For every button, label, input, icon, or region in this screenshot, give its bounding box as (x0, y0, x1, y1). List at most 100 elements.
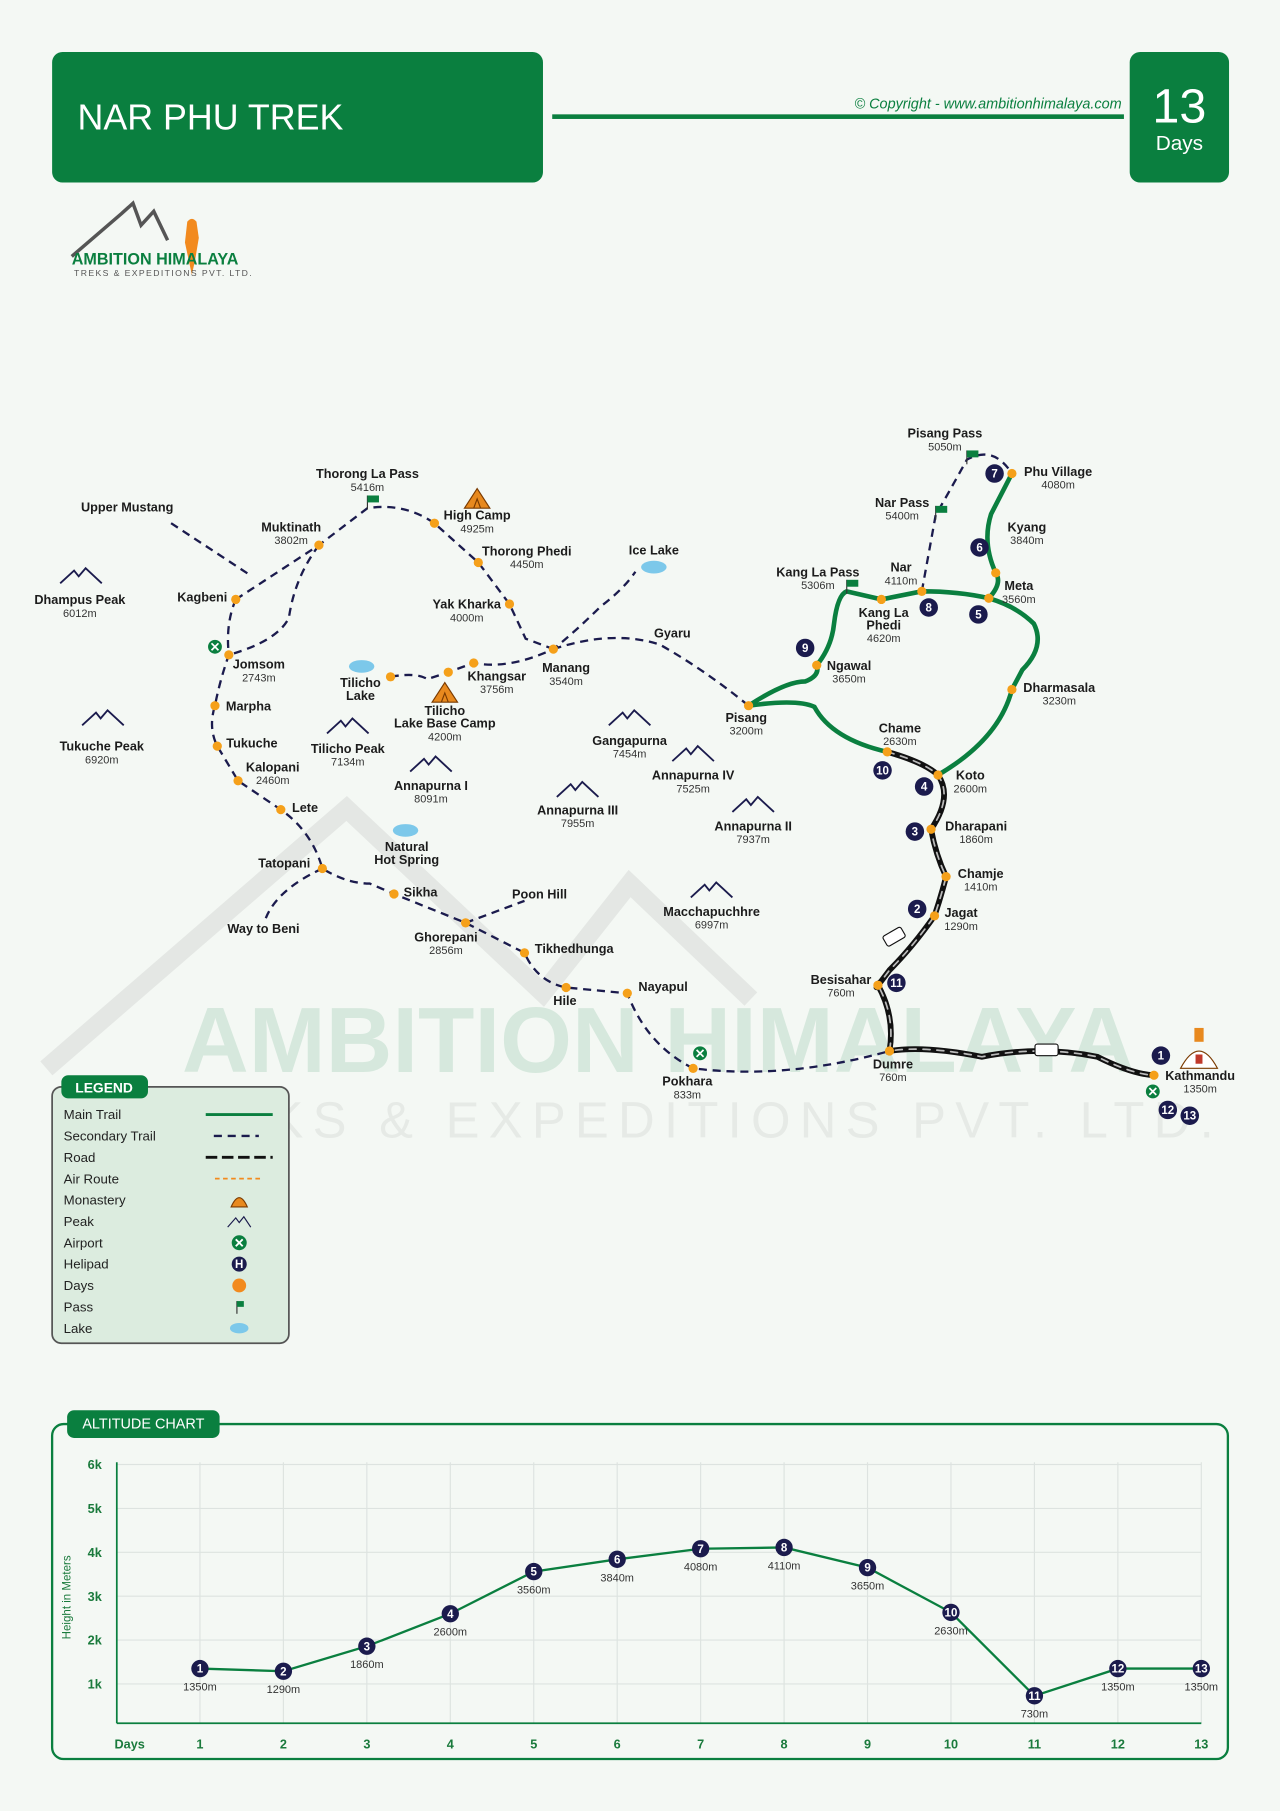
copyright-text[interactable]: © Copyright - www.ambitionhimalaya.com (855, 97, 1122, 113)
place-koto-altitude: 2600m (954, 783, 988, 795)
pass-flag-icon (966, 450, 979, 465)
place-chame-name: Chame (879, 721, 921, 735)
place-tilicho-lake-base-camp-name: Tilicho (424, 704, 465, 718)
day-marker-badge (1158, 1100, 1178, 1120)
place-besisahar-altitude: 760m (827, 988, 854, 1000)
x-tick-label: 5 (530, 1738, 537, 1752)
place-sikha-name: Sikha (404, 885, 439, 899)
day-dot-icon (917, 586, 927, 596)
day-dot-icon (561, 982, 571, 993)
place-dumre-altitude: 760m (879, 1072, 906, 1084)
altitude-point-label: 3560m (517, 1585, 551, 1597)
legend-item-label: Main Trail (64, 1107, 122, 1122)
bus-icon (1034, 1043, 1059, 1057)
legend-item-label: Secondary Trail (64, 1129, 156, 1144)
helipad-icon: H (231, 1256, 247, 1272)
place-meta-name: Meta (1004, 579, 1034, 593)
place-ngawal-altitude: 3650m (832, 674, 866, 686)
legend-item-main-trail: Main Trail (64, 1107, 273, 1122)
place-hile-name: Hile (553, 994, 576, 1008)
place-nayapul: Nayapul (638, 980, 687, 994)
place-kyang-altitude: 3840m (1010, 535, 1044, 547)
altitude-point-day: 4 (447, 1609, 454, 1621)
day-dot-icon (743, 701, 754, 711)
day-dot-icon (929, 911, 940, 921)
place-pisang-pass-altitude: 5050m (928, 441, 962, 453)
altitude-point-label: 730m (1021, 1709, 1048, 1721)
header: NAR PHU TREK © Copyright - www.ambitionh… (52, 51, 1230, 183)
x-tick-label: 3 (363, 1738, 370, 1752)
day-marker-number: 6 (976, 543, 982, 555)
place-tukuche: Tukuche (226, 736, 277, 750)
altitude-point-day: 10 (945, 1607, 958, 1619)
airport-icon (693, 1046, 707, 1061)
peak-dhampus-peak-altitude: 6012m (63, 608, 97, 620)
place-kang-la-phedi-altitude: 4620m (867, 633, 901, 645)
day-marker-badge (969, 605, 988, 624)
altitude-point-day: 11 (1028, 1691, 1041, 1703)
day-marker-badge (795, 638, 815, 658)
legend-item-road: Road (64, 1150, 273, 1165)
peak-tukuche-peak-altitude: 6920m (85, 754, 119, 766)
peak-icon (731, 795, 775, 813)
y-tick-label: 5k (88, 1502, 103, 1516)
place-pokhara-name: Pokhara (662, 1075, 713, 1089)
place-phu-village-altitude: 4080m (1041, 480, 1075, 492)
place-jagat-name: Jagat (945, 906, 979, 920)
altitude-point-marker (525, 1562, 543, 1581)
chart-frame (50, 1422, 1230, 1761)
legend-item-label: Helipad (64, 1257, 109, 1272)
day-marker-number: 3 (912, 827, 918, 839)
legend-item-label: Days (64, 1278, 95, 1293)
day-dot-icon (622, 988, 632, 998)
legend-item-pass: Pass (64, 1299, 244, 1314)
altitude-point-label: 1350m (183, 1682, 217, 1694)
day-marker-number: 12 (1161, 1105, 1174, 1117)
place-muktinath-altitude: 3802m (274, 535, 308, 547)
x-axis-label: Days (114, 1738, 144, 1752)
legend-item-helipad: Helipad H (64, 1256, 247, 1272)
day-dot-icon (212, 741, 222, 751)
place-chame-altitude: 2630m (883, 736, 917, 748)
day-dot-icon (873, 980, 883, 990)
day-dot-icon (469, 658, 479, 668)
place-thorong-la-pass-name: Thorong La Pass (316, 467, 419, 481)
place-manang-name: Manang (542, 661, 590, 675)
peak-icon (227, 1215, 252, 1228)
altitude-point-marker (441, 1605, 459, 1623)
day-marker-badge (970, 538, 989, 557)
altitude-point-marker (775, 1538, 793, 1557)
y-tick-label: 3k (88, 1590, 103, 1604)
day-marker-7: 7 (985, 464, 1004, 483)
place-meta-altitude: 3560m (1002, 594, 1036, 606)
day-dot-icon (224, 650, 234, 660)
altitude-point-label: 1350m (1101, 1682, 1135, 1694)
place-tatopani: Tatopani (258, 856, 310, 870)
altitude-point-day: 12 (1111, 1664, 1124, 1676)
x-tick-label: 12 (1111, 1738, 1125, 1752)
region-label-upper-mustang: Upper Mustang (81, 501, 173, 515)
day-marker-number: 8 (926, 603, 933, 615)
day-dot-icon (276, 805, 286, 815)
x-tick-label: 9 (864, 1738, 871, 1752)
place-nar-pass-name: Nar Pass (875, 496, 929, 510)
region-label-ice-lake: Ice Lake (629, 543, 679, 557)
legend-item-label: Lake (64, 1321, 93, 1336)
peak-icon (608, 708, 652, 727)
legend-box (51, 1085, 290, 1345)
altitude-point-label: 4080m (684, 1562, 718, 1574)
region-label-gyaru: Gyaru (654, 627, 691, 641)
